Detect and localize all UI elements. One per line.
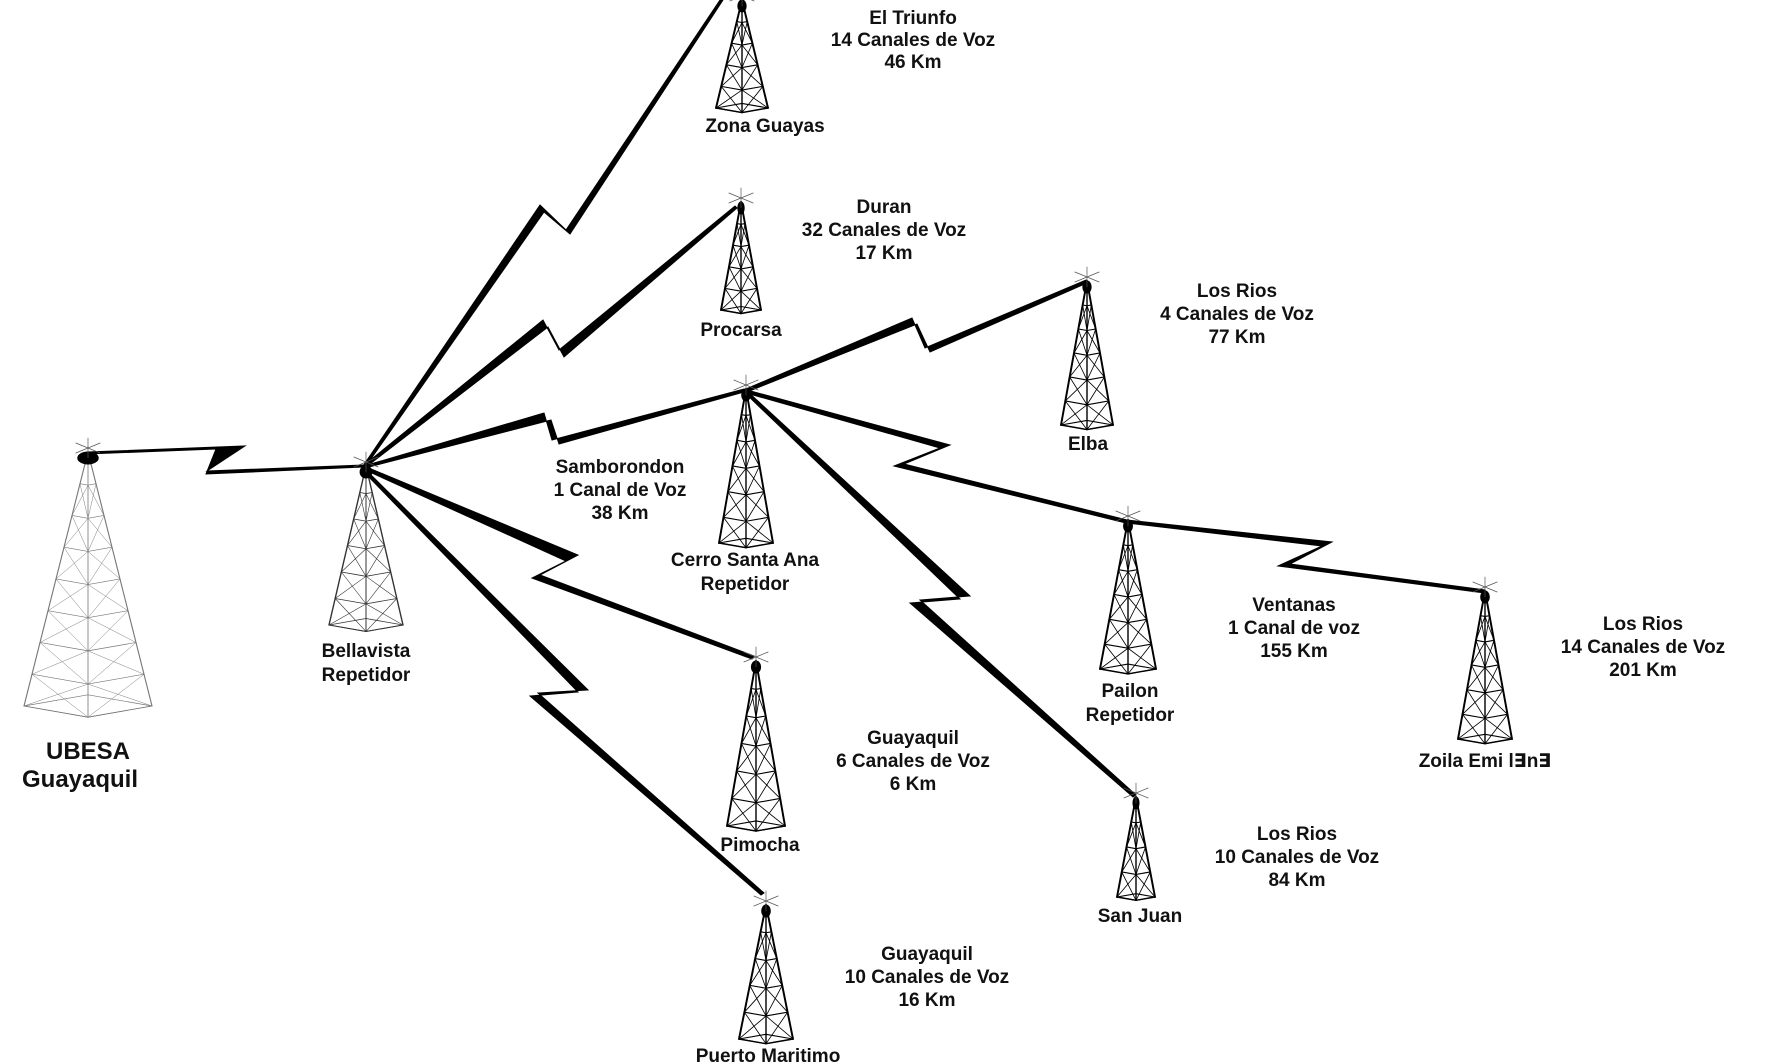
link-pailon-zoila (1126, 519, 1486, 594)
station-name-pimocha: Pimocha (720, 835, 800, 856)
station-name-sanjuan: San Juan (1098, 906, 1182, 927)
tower-pailon-icon (1099, 505, 1157, 675)
tower-puerto-icon (738, 890, 794, 1045)
link-distance-samborondon: 38 Km (591, 503, 648, 524)
link-channels-losrios-sanjuan: 10 Canales de Voz (1215, 847, 1379, 868)
station-name-procarsa: Procarsa (700, 320, 782, 341)
link-channels-duran: 32 Canales de Voz (802, 220, 966, 241)
link-region-losrios-elba: Los Rios (1197, 281, 1277, 302)
link-channels-samborondon: 1 Canal de Voz (554, 480, 687, 501)
link-distance-guayaquil-puerto: 16 Km (898, 990, 955, 1011)
link-santaana-elba (745, 279, 1088, 393)
tower-zona-guayas-icon (715, 0, 769, 114)
link-channels-losrios-zoila: 14 Canales de Voz (1561, 637, 1725, 658)
tower-bellavista-icon (328, 451, 404, 632)
tower-zoila-icon (1457, 576, 1513, 745)
link-distance-guayaquil-pimocha: 6 Km (890, 774, 936, 795)
link-bellavista-procarsa (361, 205, 738, 468)
tower-procarsa-icon (720, 187, 762, 315)
tower-pimocha-icon (726, 646, 786, 832)
station-subname-santaana: Repetidor (701, 574, 790, 595)
link-channels-losrios-elba: 4 Canales de Voz (1160, 304, 1314, 325)
station-name-zonaguayas: Zona Guayas (705, 116, 824, 137)
link-distance-ventanas: 155 Km (1260, 641, 1328, 662)
tower-ubesa-icon (23, 437, 153, 718)
link-santaana-pailon (745, 389, 1128, 524)
station-subname-pailon: Repetidor (1086, 705, 1175, 726)
link-region-samborondon: Samborondon (556, 457, 685, 478)
link-distance-duran: 17 Km (855, 243, 912, 264)
tower-san-juan-icon (1116, 782, 1156, 902)
link-region-duran: Duran (857, 197, 912, 218)
link-region-losrios-sanjuan: Los Rios (1257, 824, 1337, 845)
link-distance-losrios-zoila: 201 Km (1609, 660, 1677, 681)
link-santaana-sanjuan (744, 390, 1137, 798)
link-bellavista-puerto (360, 466, 765, 896)
link-distance-losrios-elba: 77 Km (1208, 327, 1265, 348)
link-channels-guayaquil-pimocha: 6 Canales de Voz (836, 751, 990, 772)
station-name-puerto: Puerto Maritimo (696, 1046, 841, 1064)
link-region-ventanas: Ventanas (1252, 595, 1335, 616)
link-region-guayaquil-pimocha: Guayaquil (867, 728, 959, 749)
link-bellavista-zonaguayas (362, 0, 724, 467)
station-name-ubesa: UBESA (46, 738, 130, 765)
station-name-zoila: Zoila Emi l∃n∃ (1419, 751, 1552, 772)
station-subname-ubesa: Guayaquil (22, 766, 138, 793)
link-channels-eltriunfo: 14 Canales de Voz (831, 30, 995, 51)
station-subname-bellavista: Repetidor (322, 665, 411, 686)
link-region-losrios-zoila: Los Rios (1603, 614, 1683, 635)
link-bellavista-santaana (363, 388, 745, 469)
link-channels-guayaquil-puerto: 10 Canales de Voz (845, 967, 1009, 988)
radio-links (86, 0, 1486, 896)
station-name-santaana: Cerro Santa Ana (671, 550, 820, 571)
link-distance-eltriunfo: 46 Km (884, 52, 941, 73)
link-distance-losrios-sanjuan: 84 Km (1268, 870, 1325, 891)
link-ubesa-bellavista (86, 445, 364, 475)
station-name-bellavista: Bellavista (322, 641, 411, 662)
station-name-elba: Elba (1068, 434, 1109, 455)
tower-elba-icon (1060, 266, 1114, 431)
station-name-pailon: Pailon (1101, 681, 1158, 702)
tower-santa-ana-icon (718, 374, 774, 549)
link-region-guayaquil-puerto: Guayaquil (881, 944, 973, 965)
link-channels-ventanas: 1 Canal de voz (1228, 618, 1360, 639)
link-region-eltriunfo: El Triunfo (869, 8, 957, 29)
